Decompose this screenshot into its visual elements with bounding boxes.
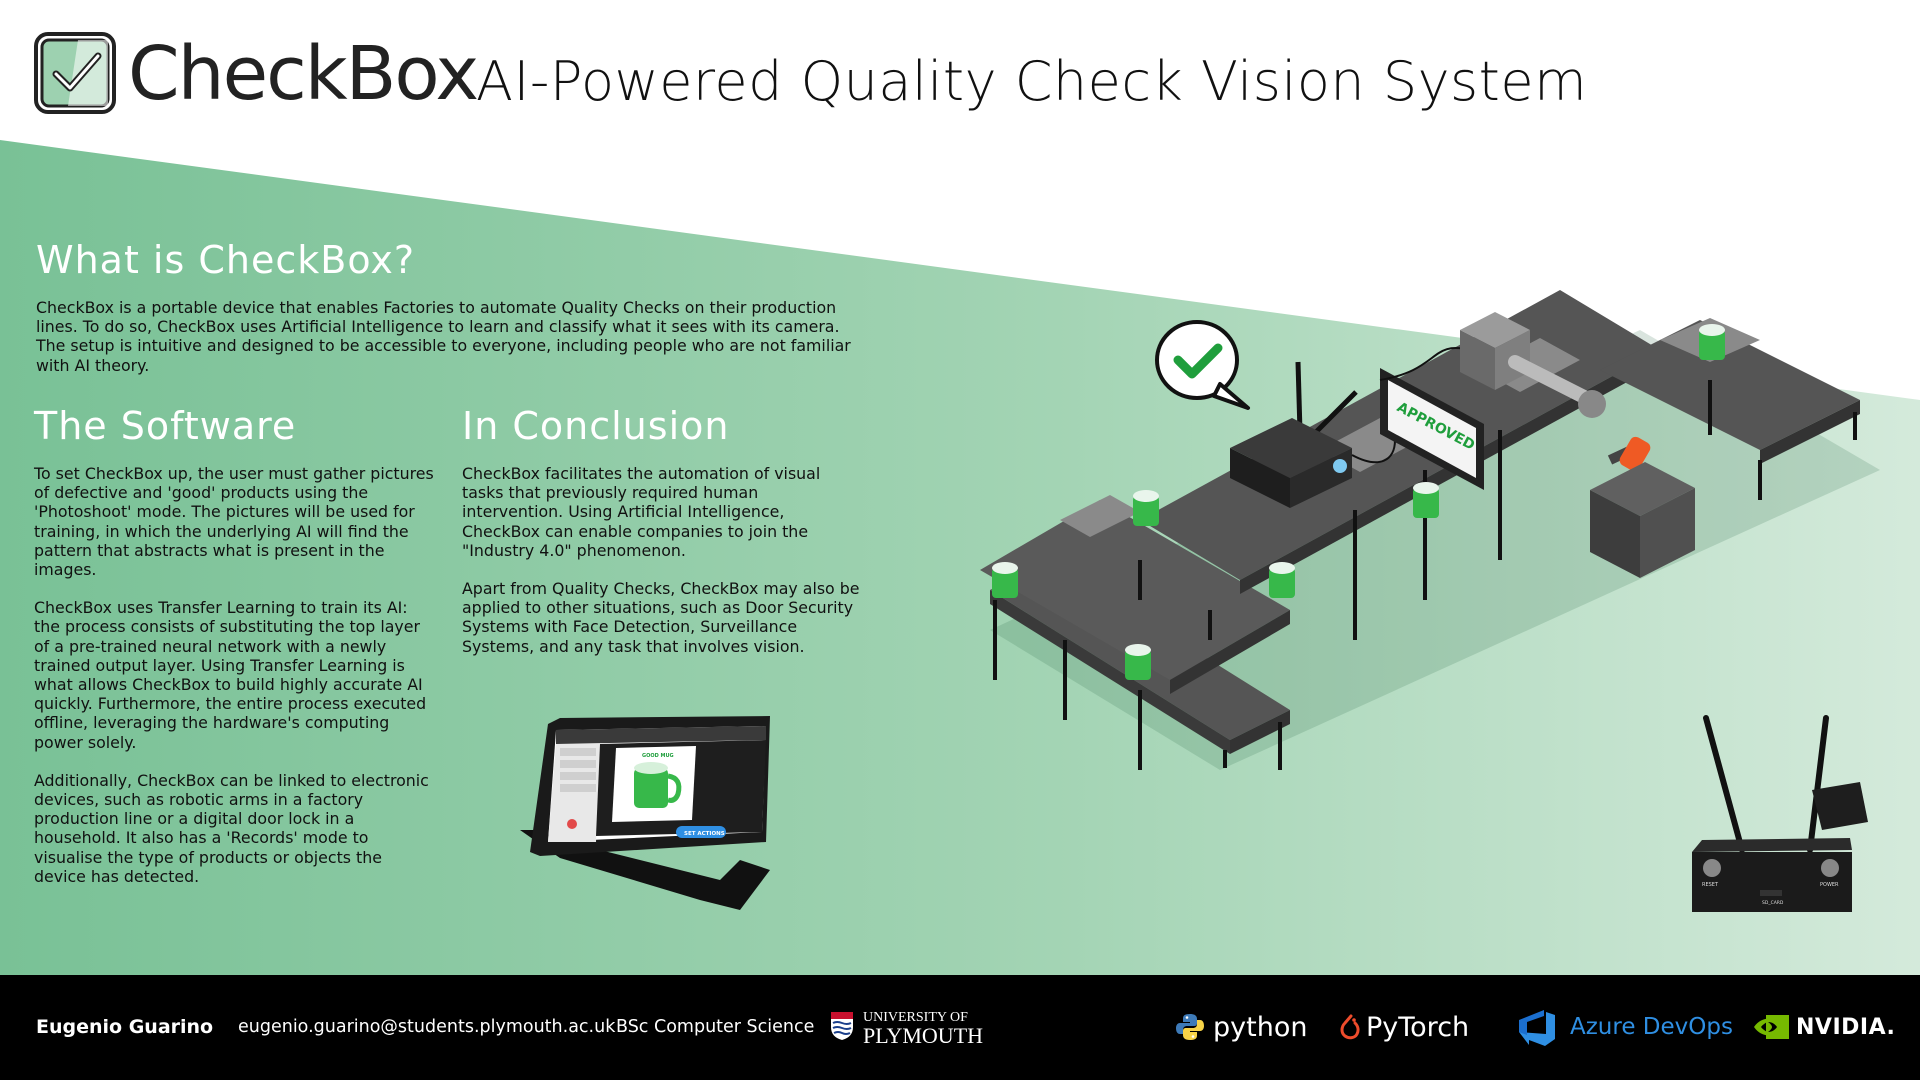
main-content: What is CheckBox? CheckBox is a portable… — [34, 238, 872, 905]
university-line2: PLYMOUTH — [863, 1023, 984, 1048]
python-logo: python — [1175, 1009, 1307, 1045]
university-line1: UNIVERSITY OF — [863, 1010, 968, 1025]
nvidia-logo: NVIDIA. — [1752, 1009, 1895, 1045]
mugs — [992, 324, 1725, 680]
illustration-area: APPROVED GOOD MUG SET ACTIONS — [520, 290, 1880, 912]
section-body-what: CheckBox is a portable device that enabl… — [36, 298, 872, 394]
pytorch-label: PyTorch — [1366, 1011, 1470, 1043]
section-body-conclusion: CheckBox facilitates the automation of v… — [462, 464, 862, 675]
nvidia-label: NVIDIA. — [1796, 1014, 1896, 1040]
device-port-sd: SD_CARD — [1762, 900, 1784, 906]
plymouth-shield-icon — [831, 1012, 853, 1040]
paragraph: Apart from Quality Checks, CheckBox may … — [462, 579, 860, 656]
section-title-conclusion: In Conclusion — [462, 404, 730, 448]
mug — [1413, 482, 1439, 518]
section-body-software: To set CheckBox up, the user must gather… — [34, 464, 434, 905]
header: CheckBox AI-Powered Quality Check Vision… — [0, 0, 1920, 140]
section-title-what: What is CheckBox? — [36, 238, 416, 282]
section-title-software: The Software — [34, 404, 297, 448]
paragraph: To set CheckBox up, the user must gather… — [34, 464, 434, 580]
mug — [1133, 490, 1159, 526]
university-name: UNIVERSITY OF PLYMOUTH — [863, 1010, 984, 1048]
python-label: python — [1213, 1011, 1308, 1043]
tablet-mug — [634, 768, 668, 808]
mug — [992, 562, 1018, 598]
pytorch-logo: PyTorch — [1340, 1009, 1469, 1045]
hardware-device: RESET POWER SD_CARD — [1692, 715, 1868, 912]
checkbox-logo-icon — [34, 32, 116, 114]
author-degree: BSc Computer Science — [616, 1017, 815, 1037]
nvidia-icon — [1754, 1015, 1789, 1039]
azure-devops-logo: Azure DevOps — [1516, 1009, 1733, 1046]
paragraph: CheckBox uses Transfer Learning to train… — [34, 598, 427, 752]
footer: Eugenio Guarino eugenio.guarino@students… — [0, 975, 1920, 1080]
check-bubble-icon — [1155, 320, 1250, 410]
paragraph: CheckBox facilitates the automation of v… — [462, 464, 821, 560]
tablet-mug-label: GOOD MUG — [642, 753, 674, 759]
python-icon — [1176, 1014, 1204, 1040]
azure-devops-label: Azure DevOps — [1570, 1014, 1733, 1040]
brand-name: CheckBox — [128, 31, 479, 117]
checkbox-device — [1230, 361, 1396, 508]
author-email[interactable]: eugenio.guarino@students.plymouth.ac.uk — [238, 1017, 616, 1037]
tablet: GOOD MUG SET ACTIONS — [520, 716, 770, 910]
azure-devops-icon — [1519, 1010, 1555, 1046]
mug — [1269, 562, 1295, 598]
pytorch-icon — [1340, 1014, 1360, 1040]
page-title: AI-Powered Quality Check Vision System — [476, 50, 1588, 113]
paragraph: Additionally, CheckBox can be linked to … — [34, 770, 429, 886]
paragraph: CheckBox is a portable device that enabl… — [36, 298, 851, 375]
mug — [1699, 324, 1725, 360]
author-name: Eugenio Guarino — [36, 1016, 214, 1038]
device-port-power: POWER — [1820, 882, 1839, 888]
tablet-action-button: SET ACTIONS — [684, 831, 725, 837]
device-port-reset: RESET — [1702, 882, 1719, 888]
mug — [1125, 644, 1151, 680]
robot-arm — [1460, 312, 1695, 578]
